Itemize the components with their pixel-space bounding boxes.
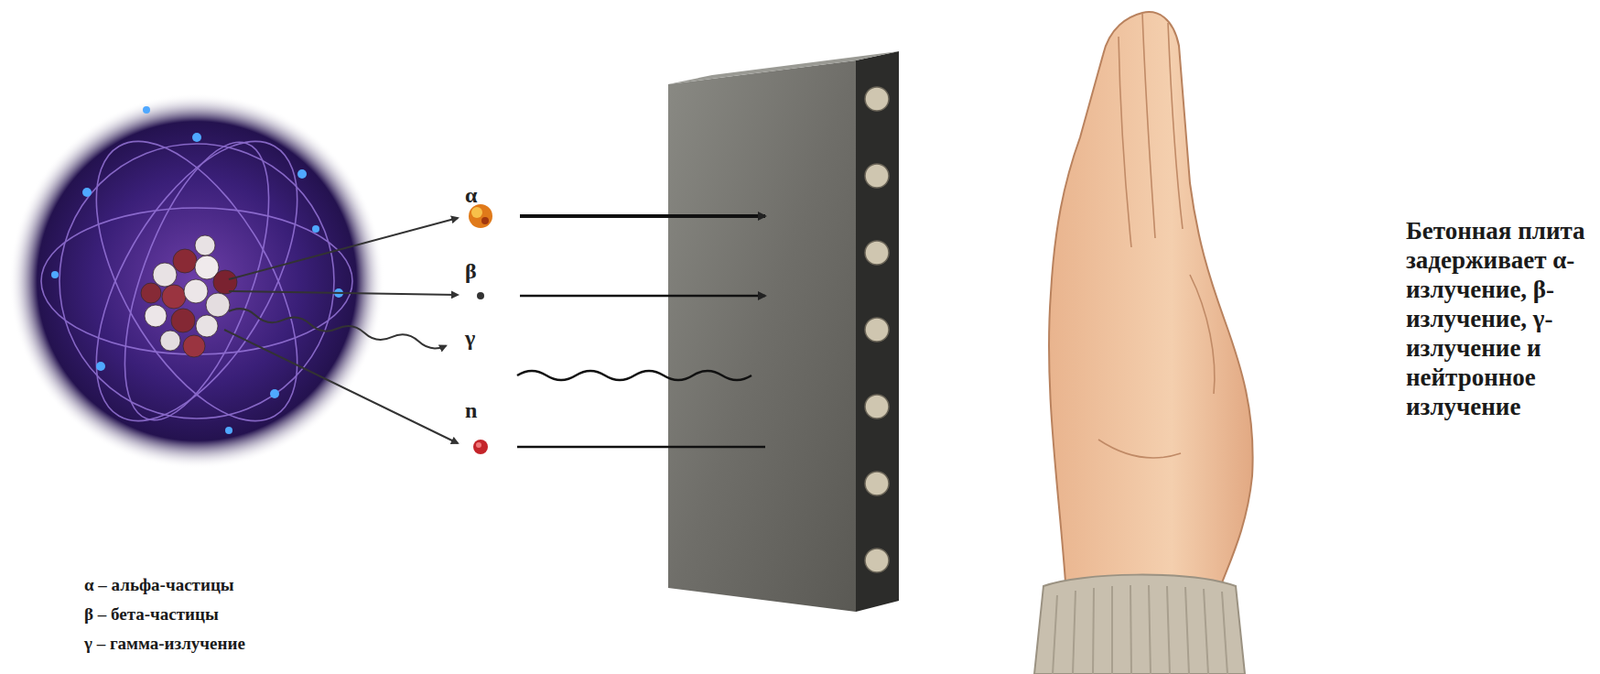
- concrete-slab: [668, 51, 899, 612]
- particle-symbol: n: [464, 398, 477, 423]
- legend-text: α – альфа-частицы: [84, 574, 235, 595]
- shielding-note: Бетонная плита задерживает α-излучение, …: [1405, 216, 1600, 422]
- particle-symbol: α: [464, 183, 477, 208]
- legend-text: γ – гамма-излучение: [84, 633, 246, 654]
- radiation-rays: [517, 216, 766, 447]
- atom-illustration: [9, 93, 458, 469]
- particle-symbol: β: [464, 259, 477, 284]
- particle-symbol: γ: [464, 325, 476, 351]
- hand-illustration: [1034, 11, 1254, 674]
- legend-text: β – бета-частицы: [84, 604, 219, 625]
